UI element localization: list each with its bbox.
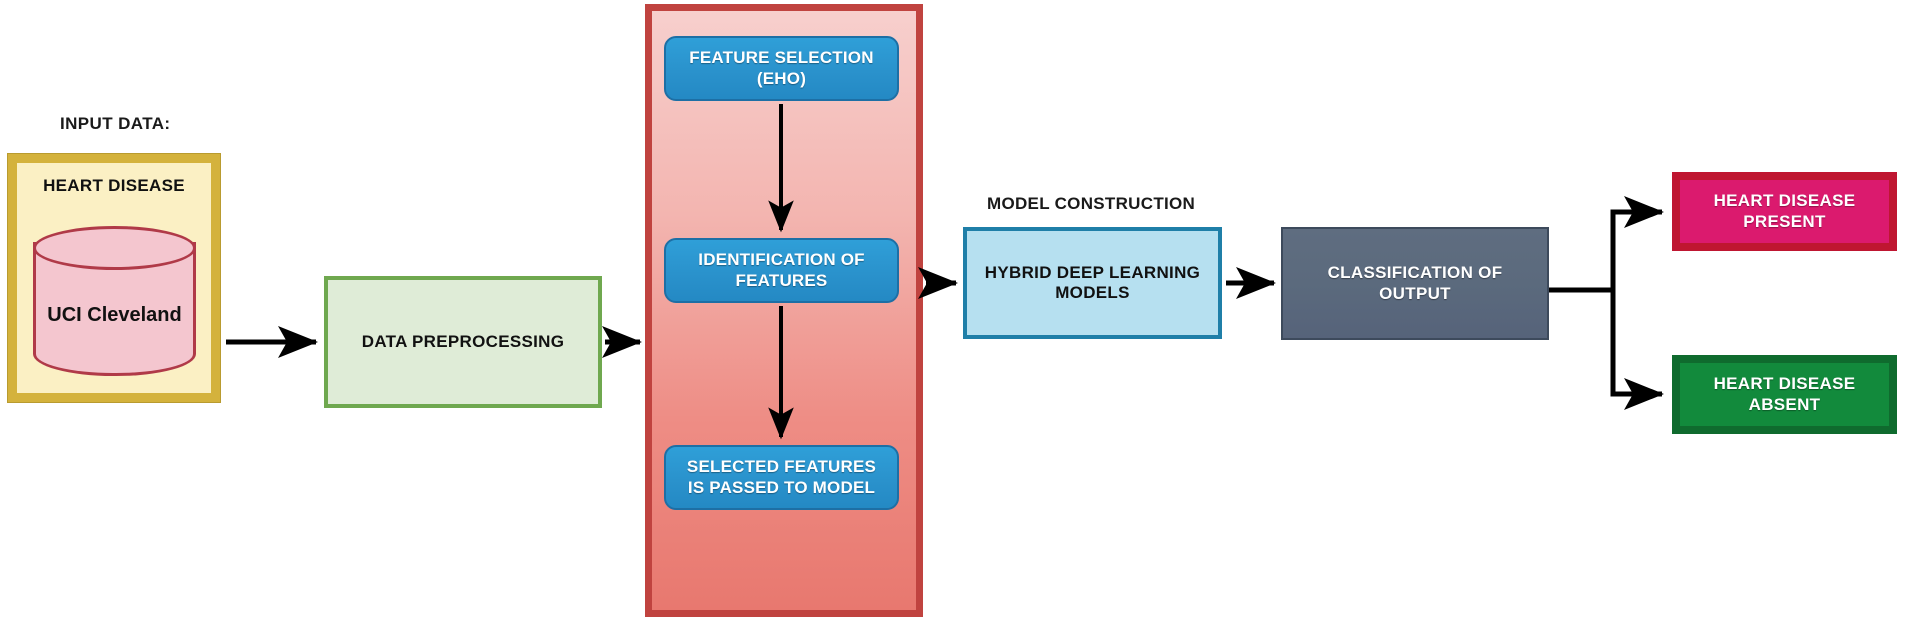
classification-line1: CLASSIFICATION OF — [1327, 263, 1503, 283]
heart-disease-present-box: HEART DISEASE PRESENT — [1672, 172, 1897, 251]
absent-line1: HEART DISEASE — [1713, 374, 1856, 394]
hybrid-deep-learning-models-box: HYBRID DEEP LEARNING MODELS — [963, 227, 1222, 339]
feature-selection-line1: FEATURE SELECTION — [689, 48, 874, 68]
selected-features-text: SELECTED FEATURES IS PASSED TO MODEL — [687, 457, 876, 497]
absent-line2: ABSENT — [1748, 394, 1821, 414]
selected-features-line1: SELECTED FEATURES — [686, 457, 877, 477]
database-cylinder-icon: UCI Cleveland — [33, 226, 196, 376]
feature-selection-text: FEATURE SELECTION (EHO) — [689, 48, 873, 88]
classification-text: CLASSIFICATION OF OUTPUT — [1328, 263, 1503, 303]
model-construction-caption: MODEL CONSTRUCTION — [987, 194, 1196, 213]
model-line1: HYBRID DEEP LEARNING — [984, 262, 1201, 282]
arrow-classification-to-present — [1610, 195, 1665, 290]
classification-line2: OUTPUT — [1379, 283, 1451, 303]
feature-selection-stage-container — [645, 4, 923, 617]
present-line1: HEART DISEASE — [1713, 191, 1856, 211]
classification-of-output-box: CLASSIFICATION OF OUTPUT — [1281, 227, 1549, 340]
selected-features-line2: IS PASSED TO MODEL — [687, 477, 876, 497]
identification-line2: FEATURES — [735, 270, 828, 290]
model-line2: MODELS — [1055, 283, 1130, 302]
database-label: UCI Cleveland — [47, 304, 182, 326]
arrow-classification-to-absent — [1610, 290, 1665, 410]
identification-of-features-box: IDENTIFICATION OF FEATURES — [664, 238, 899, 303]
model-box-text: HYBRID DEEP LEARNING MODELS — [985, 263, 1200, 303]
input-container-title: HEART DISEASE — [43, 176, 185, 195]
feature-selection-box: FEATURE SELECTION (EHO) — [664, 36, 899, 101]
identification-text: IDENTIFICATION OF FEATURES — [698, 250, 864, 290]
input-data-caption: INPUT DATA: — [60, 114, 171, 133]
feature-selection-line2: (EHO) — [756, 68, 807, 88]
heart-disease-absent-box: HEART DISEASE ABSENT — [1672, 355, 1897, 434]
identification-line1: IDENTIFICATION OF — [698, 250, 865, 270]
data-preprocessing-box: DATA PREPROCESSING — [324, 276, 602, 408]
absent-text: HEART DISEASE ABSENT — [1714, 374, 1856, 414]
present-text: HEART DISEASE PRESENT — [1714, 191, 1856, 231]
cylinder-top-ellipse — [33, 226, 196, 270]
selected-features-box: SELECTED FEATURES IS PASSED TO MODEL — [664, 445, 899, 510]
present-line2: PRESENT — [1743, 211, 1826, 231]
